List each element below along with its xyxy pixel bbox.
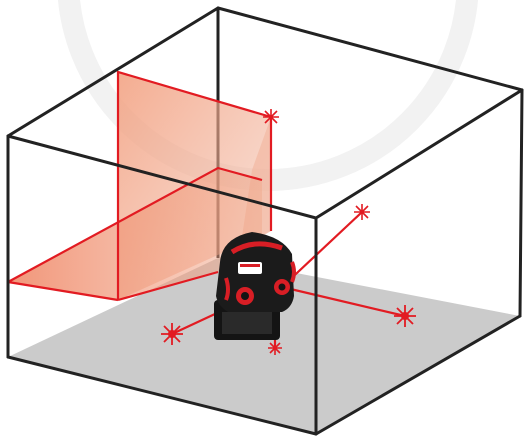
laser-dot-front xyxy=(161,323,183,345)
laser-level-device xyxy=(214,232,296,340)
laser-dots xyxy=(161,109,416,355)
laser-dot-back xyxy=(354,204,370,220)
horizontal-laser-plane xyxy=(8,168,262,300)
room-wireframe xyxy=(6,6,524,436)
laser-dot-right xyxy=(394,305,416,327)
laser-dot-floor xyxy=(268,341,282,355)
laser-lines xyxy=(7,70,406,348)
laser-dot-top xyxy=(263,109,279,125)
device-label-plate xyxy=(238,262,262,274)
